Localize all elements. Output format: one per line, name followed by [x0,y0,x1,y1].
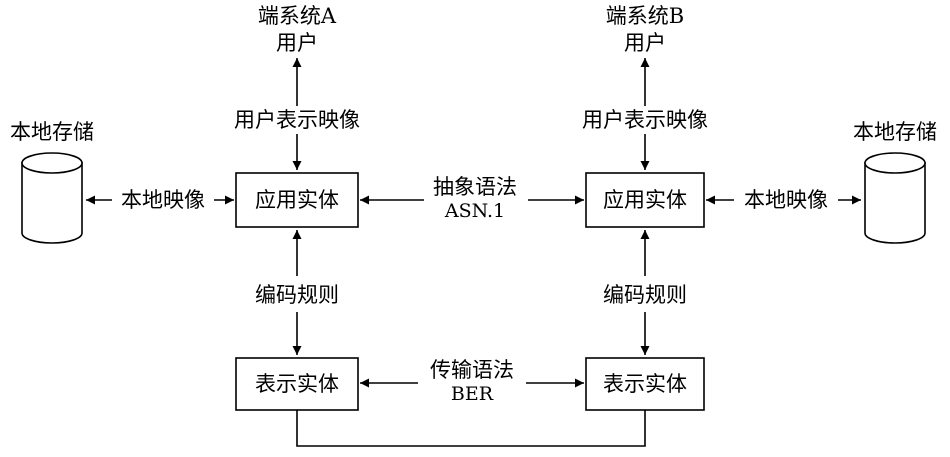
pres-entity-a-label: 表示实体 [255,372,339,396]
local-storage-a-label: 本地存储 [10,120,94,144]
abstract-syntax-label: 抽象语法 [433,175,517,199]
app-entity-a-box [235,172,359,228]
user-mapping-b-label: 用户表示映像 [582,108,708,132]
encoding-rules-b-label: 编码规则 [603,283,687,307]
abstract-syntax-name: ASN.1 [444,200,505,222]
app-entity-b-box [585,172,705,228]
app-entity-a-label: 应用实体 [255,188,339,212]
transfer-syntax-label: 传输语法 [430,358,514,382]
app-entity-b-label: 应用实体 [603,188,687,212]
end-system-a-title: 端系统A [258,4,337,28]
end-system-b-title: 端系统B [606,4,684,28]
database-icon-a [21,152,83,244]
end-system-b-user-label: 用户 [624,31,666,55]
database-icon-b [864,152,926,244]
pres-entity-b-box [585,357,705,411]
user-mapping-a-label: 用户表示映像 [234,108,360,132]
local-storage-b-label: 本地存储 [853,120,937,144]
physical-connection-line [296,410,646,447]
encoding-rules-a-label: 编码规则 [255,283,339,307]
local-mapping-a-label: 本地映像 [121,188,205,212]
transfer-syntax-name: BER [451,383,494,405]
local-mapping-b-label: 本地映像 [744,188,828,212]
end-system-a-user-label: 用户 [276,31,318,55]
pres-entity-b-label: 表示实体 [603,372,687,396]
